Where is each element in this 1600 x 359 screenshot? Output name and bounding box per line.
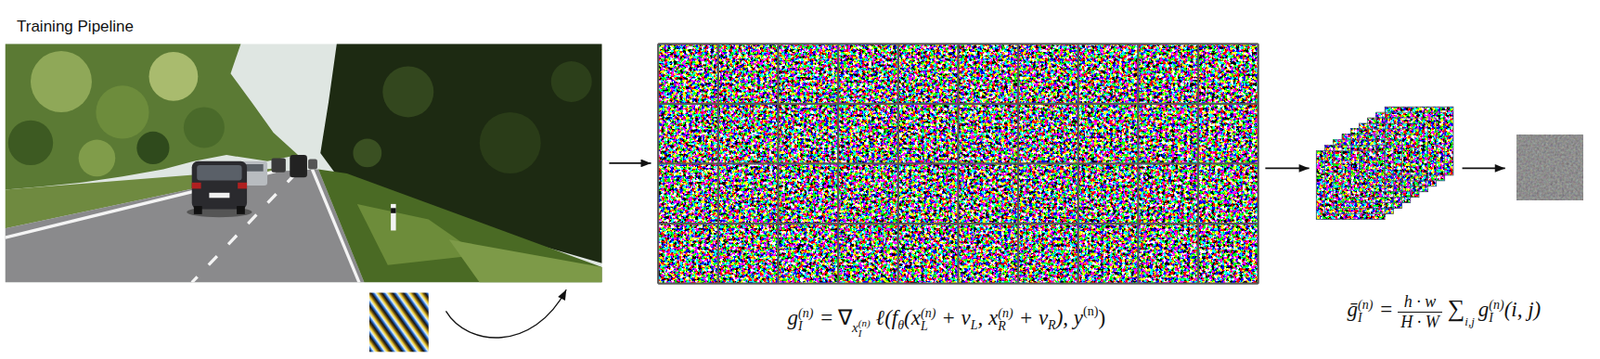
road-photo: [311, 169, 360, 284]
formula-term: ): [1097, 305, 1106, 332]
gradient-grid: [658, 43, 1259, 284]
road-photo: [30, 51, 92, 113]
car: [193, 206, 203, 215]
road-photo: [551, 61, 593, 103]
formula-term: L: [920, 320, 936, 334]
road-photo: [4, 43, 602, 283]
formula-term: (x: [903, 305, 921, 332]
car: [192, 161, 247, 210]
formula-term: (n): [997, 307, 1013, 321]
gradient-stack: [1316, 106, 1454, 220]
gradient-grid: [658, 283, 1259, 285]
road-photo: [8, 120, 53, 166]
formula-term: (n): [1357, 298, 1373, 312]
averaged-gradient: [1517, 134, 1583, 200]
gradient-stack: [1333, 140, 1403, 209]
formula-term: I: [1488, 311, 1504, 325]
formula-part: h · wH · W: [1397, 292, 1443, 332]
formula-term: x: [851, 319, 859, 336]
formula-part: (n)L: [920, 307, 936, 334]
road-photo: [390, 207, 396, 213]
formula-term: I: [1357, 311, 1373, 325]
formula-term: g: [787, 305, 800, 332]
gradient-grid: [658, 43, 1259, 284]
road-photo: [95, 85, 149, 139]
road-photo: [479, 112, 542, 174]
gradient-grid: [658, 222, 1259, 225]
equation: g(n)I= ∇x(n)Iℓ(fθ(x(n)L+ vL, x(n)R+ vR),…: [787, 301, 1107, 332]
formula-term: h · w: [1397, 292, 1443, 313]
formula-term: i,j: [1464, 314, 1474, 330]
formula-term: =: [1380, 296, 1393, 323]
formula-part: (n)I: [1357, 298, 1373, 325]
road-photo: [382, 65, 434, 117]
car: [237, 182, 247, 190]
equation: ḡ(n)I=h · wH · W∑i,jg(n)I(i, j): [1347, 292, 1542, 332]
formula-term: g: [1478, 296, 1490, 323]
formula-part: (n)R: [997, 307, 1013, 334]
car: [245, 164, 264, 172]
road-photo: [4, 43, 298, 190]
formula-term: (n): [858, 318, 871, 329]
formula-term: I: [858, 328, 871, 339]
formula-term: ḡ: [1347, 296, 1359, 323]
formula-term: L: [970, 318, 979, 335]
formula-term: = ∇: [820, 305, 852, 332]
road-photo: [183, 106, 225, 148]
formula-part: (n)I: [798, 307, 813, 334]
road-photo: [352, 139, 382, 168]
formula-term: (n): [1083, 304, 1098, 321]
formula-part: (n)I: [858, 318, 871, 339]
formula-term: I: [798, 320, 813, 334]
road-photo: [4, 169, 364, 284]
car: [289, 154, 308, 178]
formula-term: (n): [920, 307, 936, 321]
formula-term: θ: [897, 318, 904, 335]
formula-term: (i, j): [1504, 296, 1542, 323]
formula-term: (n): [798, 307, 813, 321]
formula-term: ), y: [1056, 305, 1084, 332]
formula-term: ∑: [1447, 294, 1466, 323]
flow-arrow: [608, 162, 651, 165]
road-photo: [136, 131, 169, 165]
road-photo: [4, 43, 602, 283]
car: [192, 182, 202, 190]
formula-term: H · W: [1397, 312, 1443, 333]
formula-term: R: [997, 320, 1013, 334]
road-photo: [318, 169, 603, 284]
car: [196, 165, 242, 181]
formula-term: ℓ(f: [876, 305, 899, 332]
gradient-grid: [658, 103, 1259, 105]
car: [308, 159, 318, 170]
road-photo: [149, 51, 199, 102]
formula-term: + v: [941, 305, 970, 332]
car: [270, 157, 285, 172]
car: [208, 193, 230, 198]
formula-term: + v: [1019, 305, 1048, 332]
diagram-title: Training Pipeline: [16, 17, 134, 37]
flow-arrow: [1264, 167, 1309, 170]
patch-arrow: [445, 289, 567, 338]
gradient-grid: [658, 42, 1259, 45]
perturbation-patch: [369, 293, 429, 353]
road-photo: [78, 140, 117, 178]
gradient-stack: [1316, 151, 1385, 220]
formula-term: , x: [978, 305, 999, 332]
formula-term: R: [1047, 318, 1057, 335]
gradient-stack: [1341, 134, 1411, 204]
road-photo: [449, 239, 603, 283]
road-photo: [390, 204, 396, 232]
gradient-stack: [1325, 145, 1394, 215]
car: [236, 206, 246, 215]
formula-term: (n): [1488, 298, 1504, 312]
flow-arrow: [1462, 167, 1506, 170]
car: [186, 154, 318, 218]
formula-part: (n)I: [1488, 298, 1504, 325]
gradient-grid: [658, 162, 1259, 165]
